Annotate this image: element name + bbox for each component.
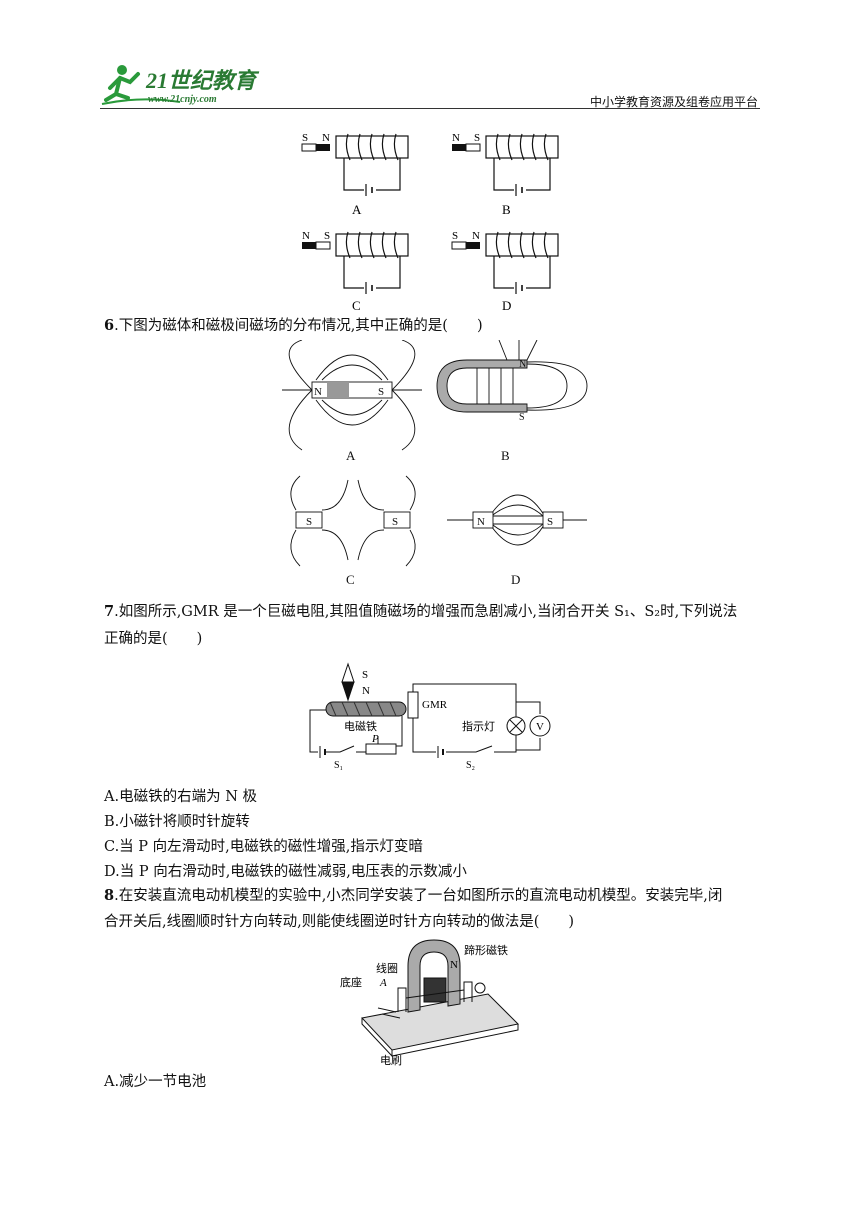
q6-panel-b: N S B [436, 340, 588, 463]
q8-option-a: A.减少一节电池 [104, 1074, 207, 1090]
q6-b-pole-n: N [519, 359, 526, 370]
q7-option-b: B.小磁针将顺时针旋转 [104, 814, 250, 830]
q7-text-line1: .如图所示,GMR 是一个巨磁电阻,其阻值随磁场的增强而急剧减小,当闭合开关 S… [114, 604, 738, 620]
q7-voltmeter-label: V [536, 721, 544, 733]
q6-b-label: B [501, 448, 510, 463]
q7-option-a: A.电磁铁的右端为 N 极 [104, 789, 257, 805]
q6-b-pole-s: S [519, 412, 525, 423]
q6-c-label: C [346, 572, 355, 587]
q8-stem-line2: 合开关后,线圈顺时针方向转动,则能使线圈逆时针方向转动的做法是( ) [104, 914, 575, 930]
q8-text-line1: .在安装直流电动机模型的实验中,小杰同学安装了一台如图所示的直流电动机模型。安装… [114, 888, 723, 904]
q7-number: 7 [104, 603, 115, 620]
q6-c-pole-left: S [306, 516, 312, 528]
q5-c-right-pole: S [324, 230, 330, 242]
q7-needle-top: S [362, 669, 368, 681]
q6-stem: 6.下图为磁体和磁极间磁场的分布情况,其中正确的是( ) [104, 314, 483, 338]
q8-stem-line1: 8.在安装直流电动机模型的实验中,小杰同学安装了一台如图所示的直流电动机模型。安… [104, 884, 722, 908]
q6-a-pole-s: S [378, 386, 384, 398]
q5-panel-c: N S C [302, 230, 409, 313]
q8-magnet-label: 蹄形磁铁 [464, 943, 508, 957]
header-platform-text: 中小学教育资源及组卷应用平台 [589, 95, 758, 109]
q5-d-label: D [502, 298, 511, 313]
q7-switch1-label: S₁ [334, 760, 343, 771]
q8-pole-n-label: N [450, 959, 458, 971]
q7-option-c: C.当 P 向左滑动时,电磁铁的磁性增强,指示灯变暗 [104, 839, 423, 855]
logo-subtext: www.21cnjy.com [148, 94, 217, 105]
q6-panel-c: S S C [290, 475, 416, 587]
q5-c-label: C [352, 298, 361, 313]
q8-motor-figure: 线圈 A N 蹄形磁铁 底座 电刷 [340, 939, 520, 1066]
q7-lamp-label: 指示灯 [462, 719, 495, 733]
q6-number: 6 [104, 317, 115, 334]
q8-base-label: 底座 [340, 975, 362, 989]
q6-d-pole-s: S [547, 516, 553, 528]
q5-panel-a: S N A [301, 132, 409, 217]
q8-point-a-label: A [379, 977, 387, 989]
header-divider [100, 108, 760, 109]
runner-icon [101, 65, 181, 105]
q5-panel-b: N S B [452, 132, 559, 217]
q6-text: .下图为磁体和磁极间磁场的分布情况,其中正确的是( ) [114, 318, 483, 334]
q6-panel-a: N S A [282, 340, 422, 463]
q6-a-label: A [346, 448, 356, 463]
q7-stem-line2: 正确的是( ) [104, 631, 203, 647]
q7-stem-line1: 7.如图所示,GMR 是一个巨磁电阻,其阻值随磁场的增强而急剧减小,当闭合开关 … [104, 600, 737, 624]
q7-slider-label: P [371, 733, 379, 745]
q5-a-label: A [352, 202, 362, 217]
q5-c-left-pole: N [302, 230, 310, 242]
site-logo: 21世纪教育 www.21cnjy.com [101, 65, 260, 105]
q6-d-pole-n: N [477, 516, 485, 528]
q6-a-pole-n: N [314, 386, 322, 398]
q5-d-left-pole: S [452, 230, 458, 242]
q5-panel-d: S N D [451, 230, 559, 313]
q5-d-right-pole: N [472, 230, 480, 242]
q5-a-right-pole: N [322, 132, 330, 144]
q6-c-pole-right: S [392, 516, 398, 528]
q6-d-label: D [511, 572, 520, 587]
q6-field-figure: N S A N S B S S C N S D [282, 340, 588, 587]
q5-b-left-pole: N [452, 132, 460, 144]
q7-option-d: D.当 P 向右滑动时,电磁铁的磁性减弱,电压表的示数减小 [104, 864, 467, 880]
q5-b-label: B [502, 202, 511, 217]
q7-electromagnet-label: 电磁铁 [344, 720, 377, 733]
q7-gmr-label: GMR [422, 699, 448, 711]
q7-switch2-label: S₂ [466, 760, 475, 771]
q8-coil-label: 线圈 [376, 961, 398, 975]
q5-b-right-pole: S [474, 132, 480, 144]
q6-panel-d: N S D [447, 494, 587, 587]
q8-number: 8 [104, 887, 115, 904]
q5-solenoid-figure: S N A N S B N S C S N D [301, 132, 559, 313]
q5-a-left-pole: S [302, 132, 308, 144]
q7-needle-bottom: N [362, 685, 370, 697]
logo-text: 21世纪教育 [145, 68, 260, 93]
q8-brush-label: 电刷 [380, 1054, 402, 1066]
q7-circuit-figure: S N 电磁铁 GMR 指示灯 V P S₁ S₂ [309, 662, 551, 771]
